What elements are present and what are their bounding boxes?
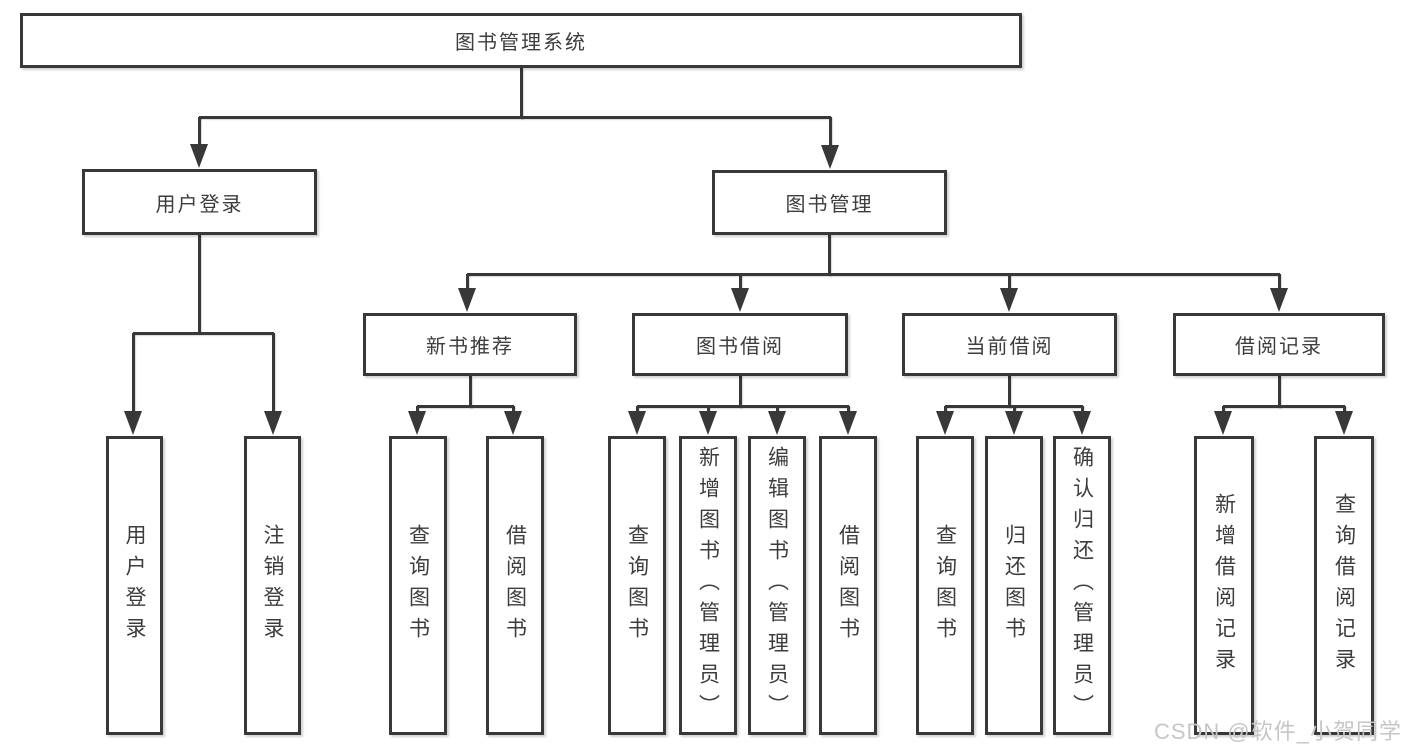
node-label-book-mgmt: 图书管理 <box>785 194 874 216</box>
node-leaf-bw-query: 查询图书 <box>608 436 666 735</box>
node-leaf-rec-query: 查询借阅记录 <box>1314 436 1374 735</box>
node-label-leaf-cur-query: 查询图书 <box>933 523 957 648</box>
edge-arrow-head <box>264 411 282 435</box>
node-label-leaf-cur-confirm: 确认归还（管理员） <box>1070 446 1094 725</box>
node-label-leaf-nb-query: 查询图书 <box>406 523 430 648</box>
edge-arrow-shaft <box>465 274 469 294</box>
edge-line <box>199 115 831 119</box>
node-label-leaf-logout: 注销登录 <box>261 523 284 648</box>
node-leaf-user-login: 用户登录 <box>106 436 163 735</box>
node-leaf-logout: 注销登录 <box>244 436 301 735</box>
node-label-user-login: 用户登录 <box>155 193 244 216</box>
edge-arrow-shaft <box>738 274 742 294</box>
node-root: 图书管理系统 <box>20 13 1022 68</box>
node-leaf-cur-return: 归还图书 <box>985 436 1043 735</box>
edge-arrow-head <box>458 288 476 312</box>
edge-line <box>467 272 1280 276</box>
node-label-book-borrow: 图书借阅 <box>696 336 784 358</box>
node-book-borrow: 图书借阅 <box>632 313 848 376</box>
edge-arrow-head <box>190 144 208 168</box>
edge-line <box>417 404 514 408</box>
edge-arrow-head <box>821 145 839 169</box>
node-label-leaf-user-login: 用户登录 <box>123 523 146 648</box>
edge-arrow-head <box>936 411 954 435</box>
node-label-leaf-bw-edit: 编辑图书（管理员） <box>765 446 789 725</box>
edge-arrow-head <box>408 411 426 435</box>
edge-arrow-shaft <box>1007 274 1011 294</box>
edge-line <box>468 376 472 408</box>
edge-arrow-shaft <box>1277 274 1281 294</box>
edge-line <box>1277 376 1281 408</box>
node-book-mgmt: 图书管理 <box>712 170 947 235</box>
edge-arrow-shaft <box>828 117 832 151</box>
node-label-leaf-nb-borrow: 借阅图书 <box>503 523 527 648</box>
edge-line <box>1223 404 1345 408</box>
node-label-leaf-bw-query: 查询图书 <box>625 523 649 648</box>
edge-arrow-head <box>768 411 786 435</box>
node-label-new-book-rec: 新书推荐 <box>426 336 514 358</box>
node-user-login: 用户登录 <box>82 169 317 235</box>
edge-arrow-head <box>628 411 646 435</box>
node-label-current-borrow: 当前借阅 <box>965 336 1054 358</box>
node-leaf-cur-query: 查询图书 <box>916 436 974 735</box>
node-label-borrow-records: 借阅记录 <box>1235 336 1323 358</box>
edge-arrow-shaft <box>271 333 275 417</box>
node-leaf-bw-edit: 编辑图书（管理员） <box>748 436 806 735</box>
node-new-book-rec: 新书推荐 <box>363 313 577 376</box>
edge-arrow-shaft <box>197 117 201 150</box>
node-label-leaf-bw-add: 新增图书（管理员） <box>696 446 720 725</box>
edge-line <box>1007 376 1011 408</box>
edge-arrow-head <box>1214 411 1232 435</box>
node-label-root: 图书管理系统 <box>455 32 587 54</box>
node-leaf-bw-add: 新增图书（管理员） <box>679 436 737 735</box>
edge-arrow-head <box>504 411 522 435</box>
node-label-leaf-bw-borrow: 借阅图书 <box>836 523 860 648</box>
edge-line <box>133 331 274 335</box>
edge-arrow-head <box>1270 288 1288 312</box>
edge-arrow-head <box>699 411 717 435</box>
edge-arrow-head <box>124 411 142 435</box>
edge-arrow-head <box>731 288 749 312</box>
node-label-leaf-rec-add: 新增借阅记录 <box>1212 492 1236 679</box>
edge-arrow-shaft <box>131 333 135 417</box>
edge-line <box>519 68 523 119</box>
node-leaf-cur-confirm: 确认归还（管理员） <box>1053 436 1111 735</box>
edge-line <box>738 376 742 408</box>
node-leaf-nb-borrow: 借阅图书 <box>486 436 544 735</box>
node-label-leaf-rec-query: 查询借阅记录 <box>1332 492 1356 679</box>
node-leaf-rec-add: 新增借阅记录 <box>1194 436 1254 735</box>
edge-arrow-head <box>1005 411 1023 435</box>
edge-line <box>197 235 201 334</box>
edge-line <box>637 404 849 408</box>
node-leaf-nb-query: 查询图书 <box>389 436 447 735</box>
edge-arrow-head <box>1073 411 1091 435</box>
node-leaf-bw-borrow: 借阅图书 <box>819 436 877 735</box>
edge-arrow-head <box>1335 411 1353 435</box>
edge-line <box>827 235 831 276</box>
node-borrow-records: 借阅记录 <box>1173 313 1385 376</box>
node-current-borrow: 当前借阅 <box>902 313 1117 376</box>
edge-arrow-head <box>1000 288 1018 312</box>
edge-arrow-head <box>839 411 857 435</box>
node-label-leaf-cur-return: 归还图书 <box>1002 523 1026 648</box>
csdn-watermark: CSDN @软件_小贺同学 <box>1153 719 1402 744</box>
